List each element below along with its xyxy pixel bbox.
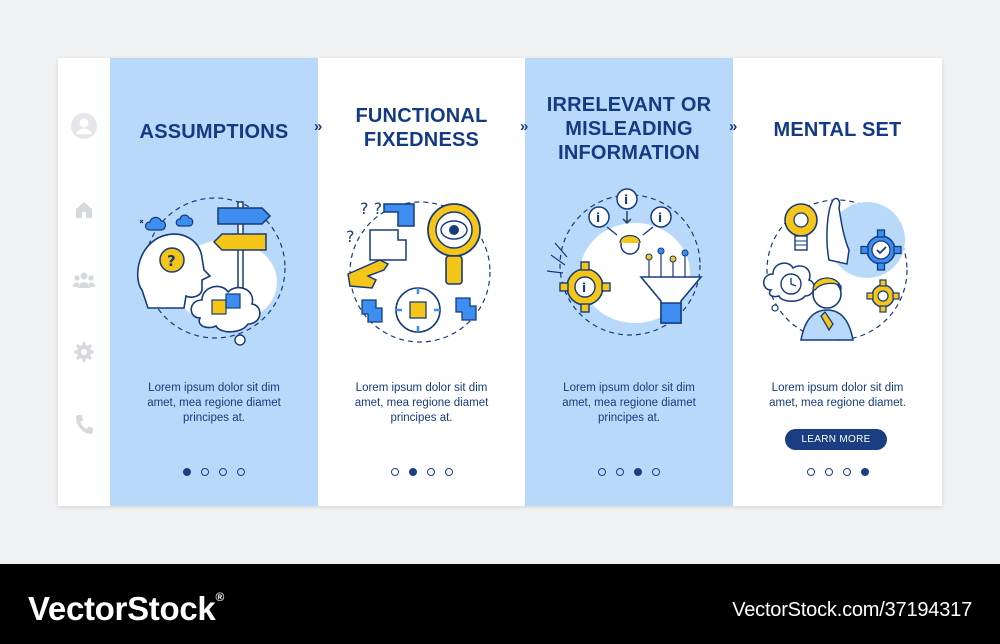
svg-text:? ?: ? ? [360,199,382,218]
screen-title: ASSUMPTIONS [139,121,289,143]
page-dot-1[interactable] [598,468,606,476]
home-icon[interactable] [70,196,98,224]
screen-title: FUNCTIONAL FIXEDNESS [355,105,488,151]
page-dot-1[interactable] [390,468,399,476]
next-chevron-icon[interactable]: » [729,118,737,135]
pagination-dots [525,468,733,476]
screen-title: IRRELEVANT OR MISLEADING INFORMATION [546,94,712,164]
screen-description: Lorem ipsum dolor sit dim amet, mea regi… [562,382,696,424]
side-navigation [58,58,110,506]
screen-title: MENTAL SET [773,119,902,141]
svg-text:i: i [582,281,586,295]
page-dot-4[interactable] [652,468,660,476]
next-chevron-icon[interactable]: » [520,118,528,135]
next-chevron-icon[interactable]: » [314,118,322,135]
vectorstock-footer: VectorStock® VectorStock.com/37194317 [0,564,1000,644]
image-id-label: VectorStock.com/37194317 [732,599,972,621]
page-dot-2[interactable] [616,468,624,476]
page-dot-3[interactable] [634,468,642,476]
pagination-dots [110,468,318,476]
lightbulb-gears-thinker-icon [755,190,925,355]
svg-text:i: i [624,193,628,207]
phone-icon[interactable] [70,410,98,438]
magnifier-eye-puzzle-icon: ? ? ? [340,190,510,355]
svg-text:i: i [658,211,662,225]
settings-gear-icon[interactable] [70,338,98,366]
svg-text:i: i [596,211,600,225]
page-dot-1[interactable] [806,468,815,476]
question-head-signpost-puzzle-icon: ? [130,190,300,355]
info-gear-funnel-icon: i i i i [545,185,715,350]
page-dot-4[interactable] [860,468,869,476]
svg-text:?: ? [167,252,176,270]
screen-description: Lorem ipsum dolor sit dim amet, mea regi… [354,382,489,424]
page-dot-3[interactable] [426,468,435,476]
user-avatar-icon[interactable] [70,112,98,140]
screen-description: Lorem ipsum dolor sit dim amet, mea regi… [147,382,281,424]
learn-more-button[interactable]: LEARN MORE [785,429,887,450]
page-dot-4[interactable] [237,468,245,476]
page-dot-2[interactable] [824,468,833,476]
page-dot-4[interactable] [444,468,453,476]
screen-description: Lorem ipsum dolor sit dim amet, mea regi… [769,382,906,409]
pagination-dots [318,468,525,476]
users-icon[interactable] [70,266,98,294]
page-dot-1[interactable] [183,468,191,476]
page-dot-2[interactable] [201,468,209,476]
vectorstock-logo: VectorStock® [28,590,224,627]
svg-text:?: ? [346,227,355,246]
pagination-dots [733,468,942,476]
page-dot-3[interactable] [842,468,851,476]
page-dot-3[interactable] [219,468,227,476]
page-dot-2[interactable] [408,468,417,476]
